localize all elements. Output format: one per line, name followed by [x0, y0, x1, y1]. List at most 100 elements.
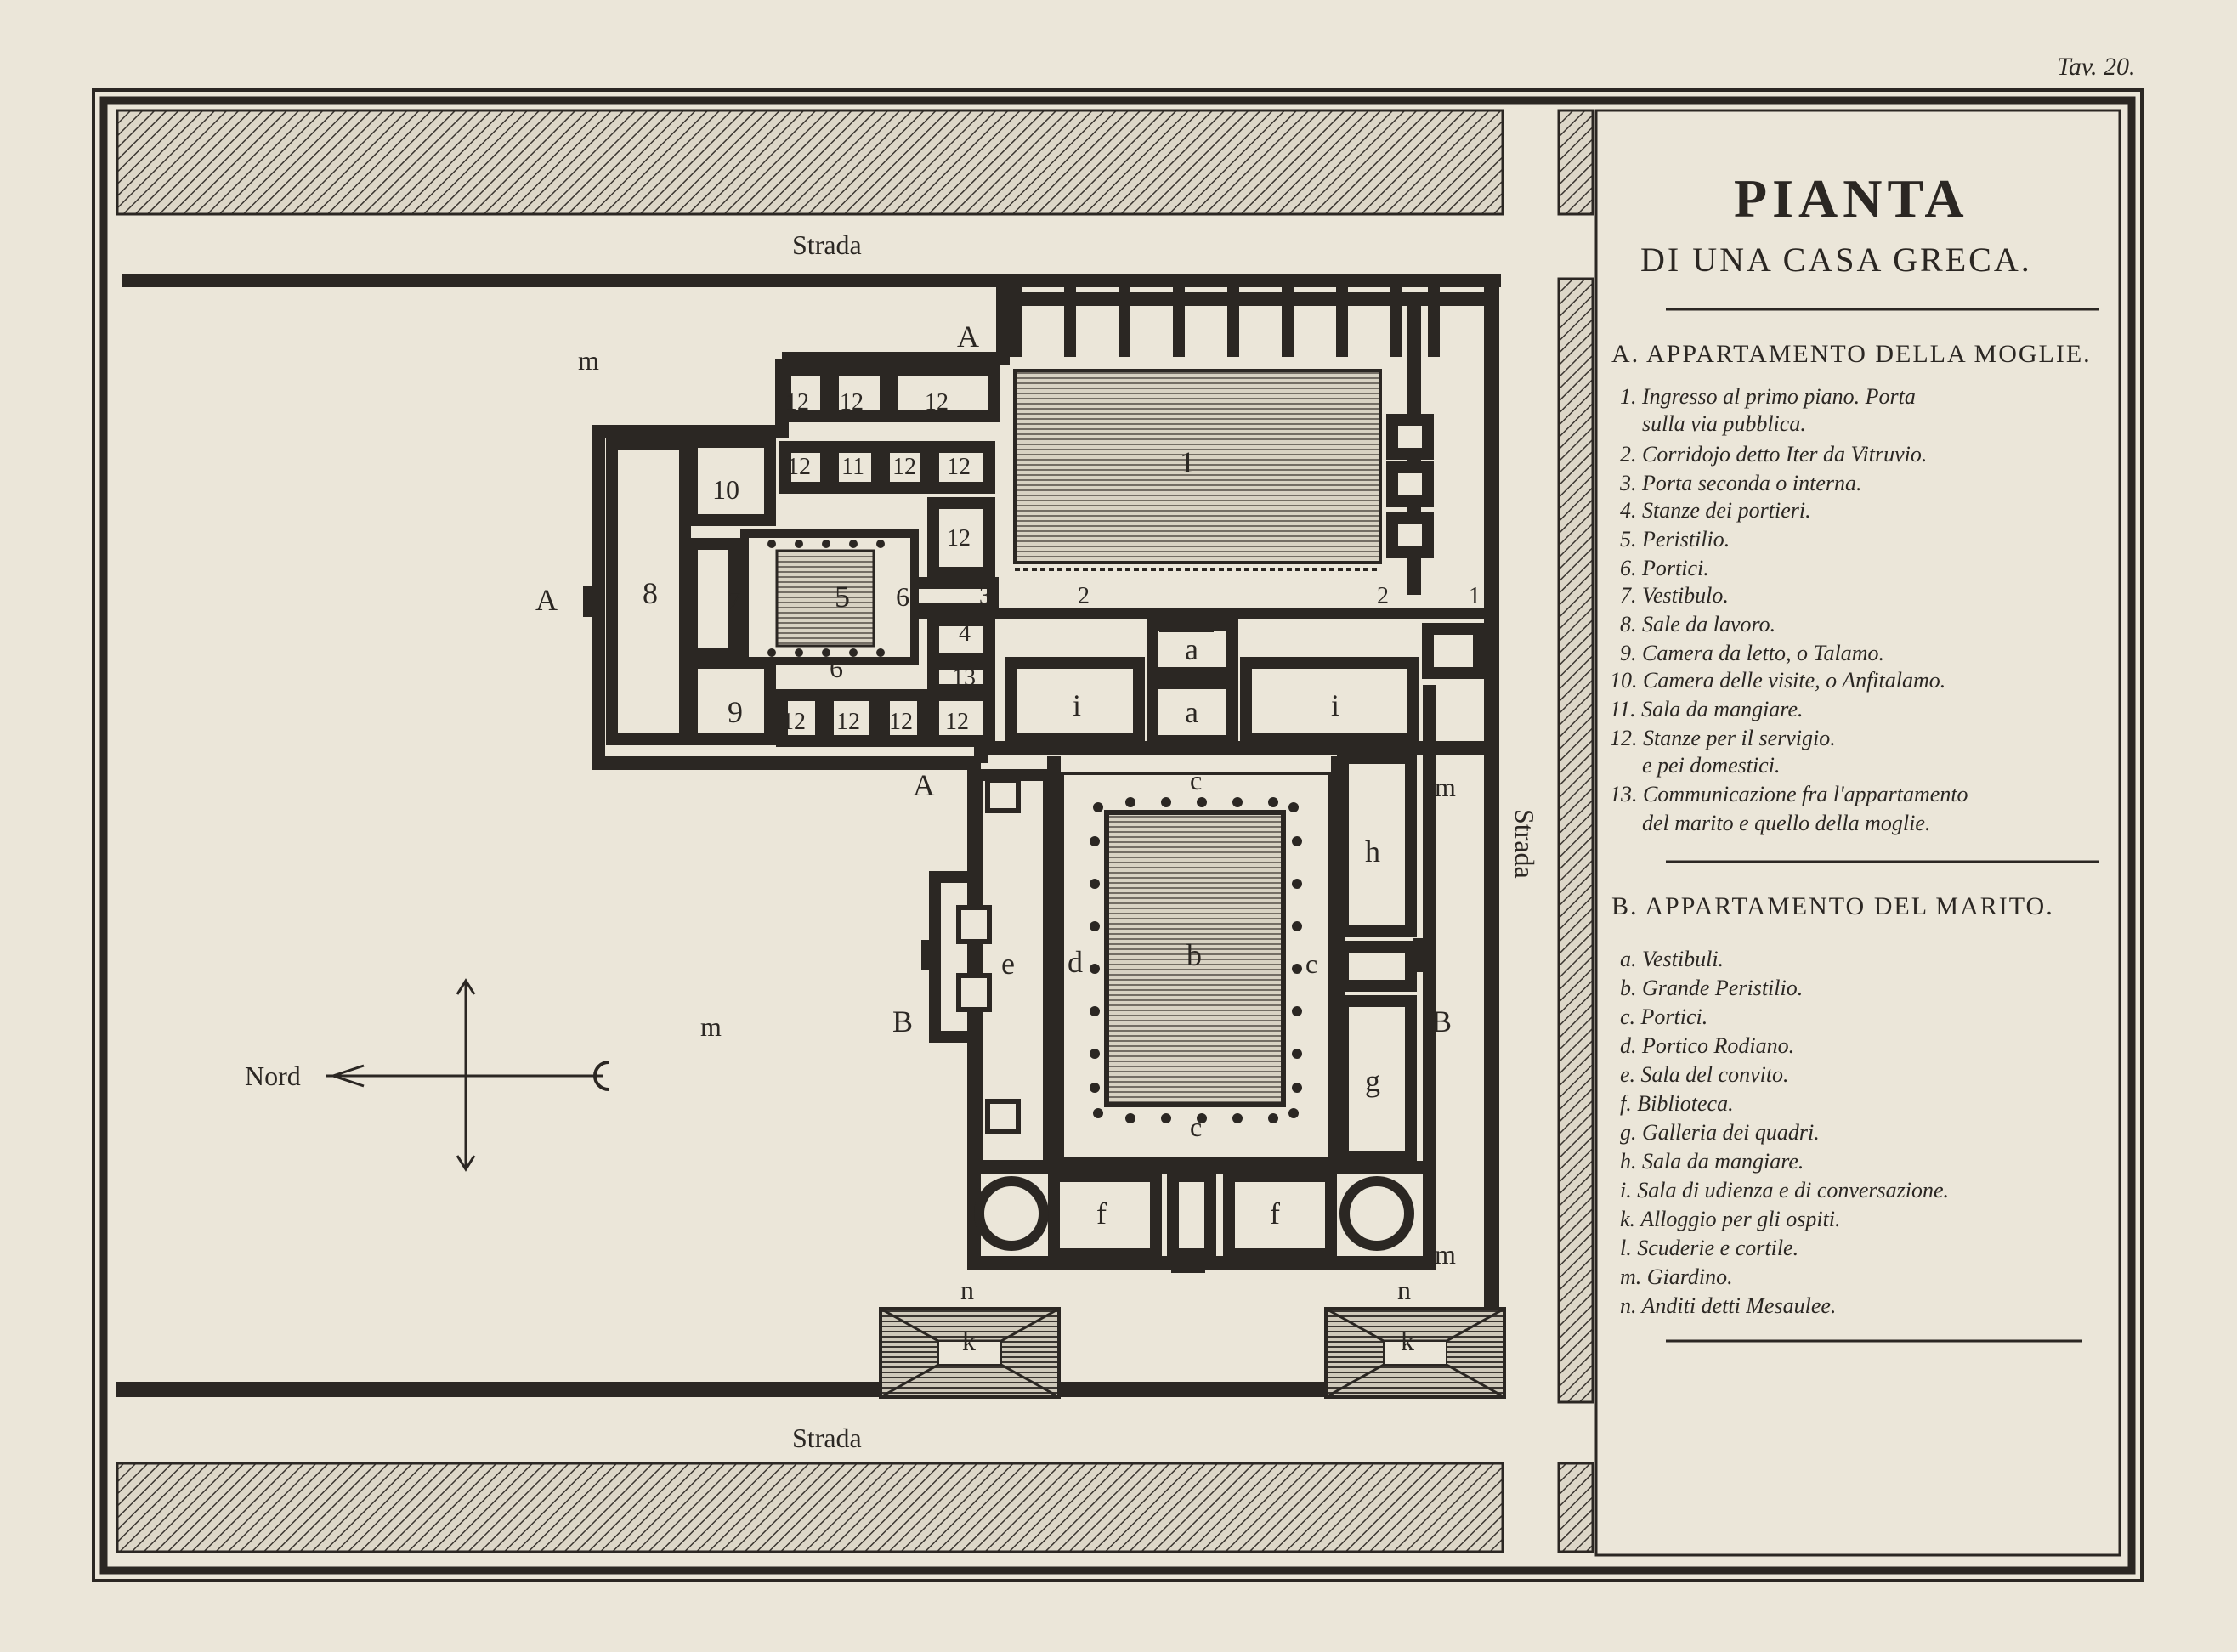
street-label-top: Strada — [792, 229, 862, 260]
men-upper-rooms — [1005, 620, 1485, 747]
bottom-door — [1171, 1263, 1205, 1273]
room-label: 1 — [1180, 445, 1195, 479]
garden-label: m — [1435, 772, 1456, 802]
street-block-top — [116, 109, 1504, 216]
street-block-right-top — [1557, 109, 1594, 216]
room-label: 2 — [1078, 583, 1090, 609]
room-label: n — [1397, 1275, 1411, 1305]
garden-label: m — [1435, 1239, 1456, 1270]
legend-item: c. Portici. — [1620, 1004, 1708, 1029]
women-rooms — [606, 365, 1000, 747]
room-label: 12 — [947, 525, 971, 552]
room-label: 12 — [840, 389, 864, 416]
room-label: i — [1073, 688, 1082, 722]
court-1 — [1013, 369, 1382, 564]
couches — [956, 778, 1021, 1134]
street-block-right-bottom — [1557, 1462, 1594, 1553]
room-label: b — [1186, 938, 1202, 972]
legend-item: b. Grande Peristilio. — [1620, 976, 1804, 1000]
inner-border — [99, 96, 2136, 1575]
room-label: 12 — [787, 454, 811, 480]
room-label: h — [1365, 834, 1380, 868]
room-label: a — [1185, 632, 1198, 666]
legend-item: 7. Vestibulo. — [1620, 583, 1729, 608]
room-label: 13 — [952, 665, 976, 691]
room-label: c — [1305, 948, 1318, 979]
room-label: 12 — [889, 709, 913, 735]
women-peristyle-court — [775, 549, 875, 648]
room-label: k — [962, 1326, 976, 1356]
garden-label: m — [700, 1011, 722, 1042]
guest-lodging-left — [879, 1307, 1061, 1399]
room-label: 12 — [947, 454, 971, 480]
grand-peristyle-columns — [1090, 797, 1302, 1123]
stable-stalls — [1010, 287, 1440, 357]
legend-item: i. Sala di udienza e di conversazione. — [1620, 1178, 1950, 1202]
legend-section-a-heading: A. APPARTAMENTO DELLA MOGLIE. — [1611, 340, 2092, 368]
apartment-a-label: A — [913, 768, 935, 802]
compass-rose — [326, 978, 609, 1172]
room-label: 4 — [959, 620, 971, 647]
street-block-right-mid — [1557, 277, 1594, 1404]
room-label: 3 — [979, 583, 991, 609]
room-label: 12 — [925, 389, 949, 416]
room-label: 1 — [1469, 583, 1481, 609]
room-label: 5 — [835, 580, 850, 614]
apartment-a-label: A — [957, 320, 979, 354]
room-label: k — [1401, 1326, 1414, 1356]
room-label: e — [1001, 947, 1015, 981]
legend-item: 4. Stanze dei portieri. — [1620, 498, 1811, 523]
legend-panel-frame — [1594, 109, 2121, 1557]
legend-item: 6. Portici. — [1620, 556, 1709, 580]
legend-rules — [1666, 308, 2099, 1343]
outer-border — [92, 88, 2144, 1582]
legend-section-b-heading: B. APPARTAMENTO DEL MARITO. — [1611, 892, 2054, 920]
street-block-bottom — [116, 1462, 1504, 1553]
room-label: 6 — [830, 653, 843, 683]
room-label: 2 — [1377, 583, 1389, 609]
room-label: 7 — [728, 585, 741, 615]
legend-item: 9. Camera da letto, o Talamo. — [1620, 641, 1885, 665]
room-label: 12 — [892, 454, 916, 480]
legend-item: 13. Communicazione fra l'appartamento — [1610, 782, 1968, 806]
legend-title: PIANTA — [1734, 168, 1969, 229]
library-rooms — [1048, 1170, 1337, 1260]
legend-item: l. Scuderie e cortile. — [1620, 1236, 1799, 1260]
legend-item: del marito e quello della moglie. — [1642, 811, 1931, 835]
legend-item: h. Sala da mangiare. — [1620, 1149, 1804, 1174]
women-peristyle-columns — [767, 540, 885, 657]
room-label: d — [1068, 945, 1083, 979]
legend-item: n. Anditi detti Mesaulee. — [1620, 1293, 1837, 1318]
room-label: 12 — [945, 709, 969, 735]
plate-number: Tav. 20. — [2057, 53, 2136, 81]
boundary-walls — [116, 274, 1503, 1397]
legend-item: 3. Porta seconda o interna. — [1620, 471, 1862, 495]
legend-item: g. Galleria dei quadri. — [1620, 1120, 1820, 1145]
apartment-b-label: B — [1431, 1004, 1453, 1038]
legend-item: 2. Corridojo detto Iter da Vitruvio. — [1620, 442, 1928, 467]
round-towers — [974, 1176, 1414, 1251]
legend-item: 12. Stanze per il servigio. — [1610, 726, 1836, 750]
room-label: a — [1185, 695, 1198, 729]
room-label: 9 — [728, 695, 743, 729]
doors — [583, 586, 1428, 972]
room-label: i — [1331, 688, 1340, 722]
legend-item: a. Vestibuli. — [1620, 947, 1724, 971]
room-label: 12 — [785, 389, 809, 416]
door-a-gate — [1159, 614, 1214, 632]
legend-item: 10. Camera delle visite, o Anfitalamo. — [1610, 668, 1946, 693]
room-label: 12 — [782, 709, 806, 735]
street-label-bottom: Strada — [792, 1423, 862, 1453]
men-right-rooms — [1337, 752, 1417, 1163]
legend-item: 1. Ingresso al primo piano. Porta — [1620, 384, 1916, 409]
garden-label: m — [578, 345, 599, 376]
legend-item: d. Portico Rodiano. — [1620, 1033, 1795, 1058]
room-label: 8 — [643, 576, 658, 610]
legend-subtitle: DI UNA CASA GRECA. — [1640, 240, 2032, 279]
legend-item: 11. Sala da mangiare. — [1610, 697, 1804, 721]
room-label: 11 — [841, 454, 864, 480]
room-label: 6 — [896, 581, 909, 612]
grand-peristyle-court — [1104, 810, 1286, 1107]
court-side-rooms — [1386, 414, 1434, 558]
street-label-right: Strada — [1509, 809, 1540, 879]
